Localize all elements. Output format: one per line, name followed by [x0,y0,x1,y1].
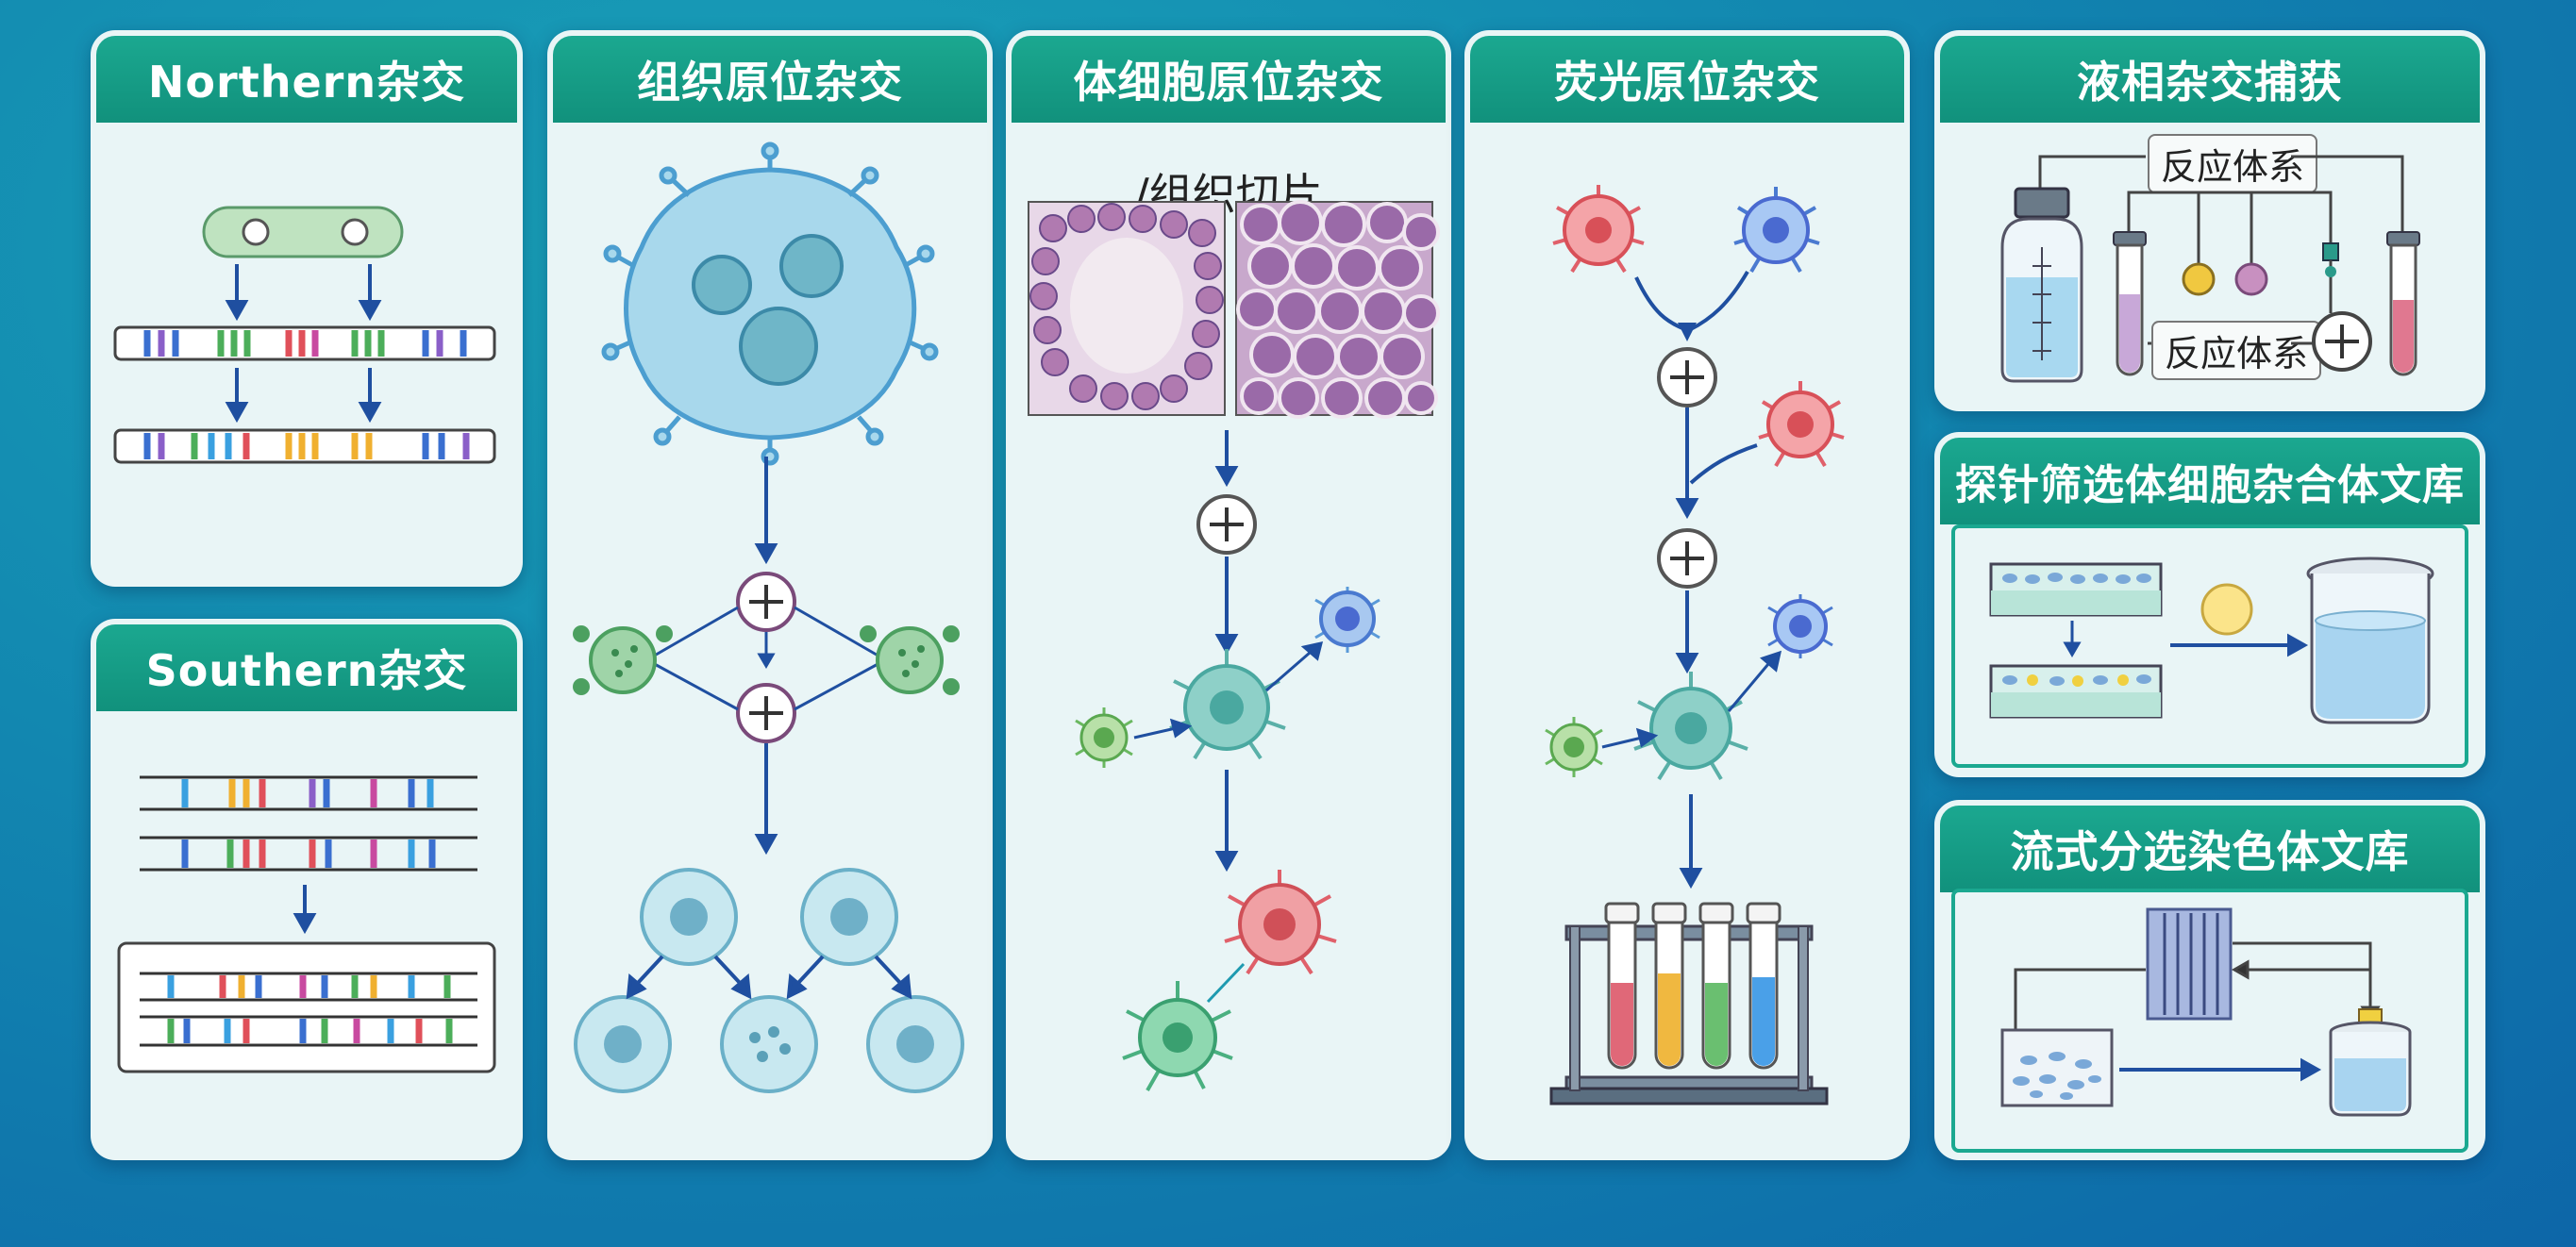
reaction-system-label-top: 反应体系 [2148,134,2318,193]
flow-sorting-diagram [1951,889,2468,1153]
panel-title: 液相杂交捕获 [1940,36,2480,123]
plus-circle-icon [736,683,796,743]
probe-screening-diagram [1951,524,2468,768]
tissue-diagram [573,141,964,1093]
test-tube-icon [1604,902,1640,1070]
cell-icon [601,141,939,466]
dna-strip-icon [113,428,496,464]
plus-circle-icon [1657,528,1717,589]
dna-strip-icon [113,325,496,361]
panel-fluorescence-in-situ: 荧光原位杂交 [1464,30,1910,1160]
fluorescence-diagram [1545,185,1845,1106]
cell-icon [860,625,960,695]
panel-southern: Southern杂交 [91,619,523,1160]
cell-icon [1733,187,1820,274]
cell-icon [1633,672,1748,781]
test-tube-rack [1549,902,1829,1106]
test-tube-icon [2386,231,2420,376]
cell-icon [1767,594,1833,658]
cell-icon [1314,587,1380,653]
panel-title: 荧光原位杂交 [1470,36,1904,123]
panel-title: 探针筛选体细胞杂合体文库 [1940,438,2480,524]
panel-northern: Northern杂交 [91,30,523,587]
test-tube-icon [1698,902,1734,1070]
panel-title: 体细胞原位杂交 [1012,36,1446,123]
cell-icon [573,625,673,695]
panel-flow-sorting: 流式分选染色体文库 [1934,800,2485,1160]
beaker-icon [2000,187,2083,383]
panel-title: Northern杂交 [96,36,517,123]
test-tube-icon [1746,902,1781,1070]
tissue-section-image [1028,200,1440,419]
test-tube-icon [1651,902,1687,1070]
panel-title: 流式分选染色体文库 [1940,806,2480,892]
cell-icon [1758,381,1845,468]
cell-icon [1122,981,1233,1091]
cell-icon [1224,870,1337,975]
plus-circle-icon [2312,311,2372,372]
cell-icon [1075,707,1133,768]
plus-circle-icon [1657,347,1717,407]
cell-icon [1552,185,1645,274]
northern-diagram [113,206,496,464]
liquid-capture-diagram [2000,155,2420,383]
plus-circle-icon [1196,494,1257,555]
panel-somatic-in-situ: 体细胞原位杂交 /组织切片 [1006,30,1451,1160]
beaker-icon [2306,557,2434,724]
beaker-icon [2329,1008,2412,1117]
plus-circle-icon [736,572,796,632]
panel-liquid-capture: 液相杂交捕获 反应体系 反应体系 [1934,30,2485,411]
panel-title: Southern杂交 [96,624,517,711]
cell-icon [1169,649,1286,760]
reaction-system-label-mid: 反应体系 [2151,321,2322,380]
panel-title: 组织原位杂交 [553,36,987,123]
panel-probe-screening: 探针筛选体细胞杂合体文库 [1934,432,2485,777]
southern-diagram [117,775,496,1073]
cell-icon [1545,717,1603,777]
somatic-diagram [1028,200,1440,1091]
test-tube-icon [2113,231,2147,376]
panel-tissue-in-situ: 组织原位杂交 [547,30,993,1160]
